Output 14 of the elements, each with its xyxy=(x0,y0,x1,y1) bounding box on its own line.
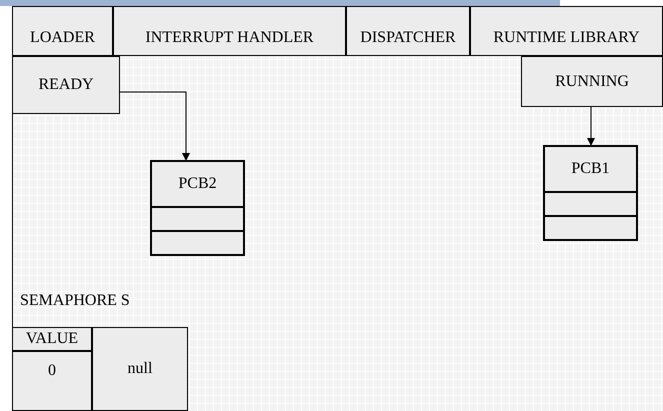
queue-pointer-box: READY xyxy=(12,56,120,114)
memory-segment-box: RUNTIME LIBRARY xyxy=(470,6,663,56)
process-control-block: PCB2 xyxy=(150,160,245,256)
memory-segment-box: LOADER xyxy=(12,6,113,56)
field-value: 0 xyxy=(12,351,92,411)
field-value: null xyxy=(92,327,188,411)
table-heading: SEMAPHORE S xyxy=(20,292,130,310)
memory-segment-box: DISPATCHER xyxy=(346,6,470,56)
arrow xyxy=(587,106,595,146)
arrow xyxy=(120,92,190,161)
memory-segment-box: INTERRUPT HANDLER xyxy=(113,6,346,56)
queue-pointer-box: RUNNING xyxy=(521,56,663,107)
process-control-block: PCB1 xyxy=(543,145,638,241)
field-header: VALUE xyxy=(12,327,92,351)
